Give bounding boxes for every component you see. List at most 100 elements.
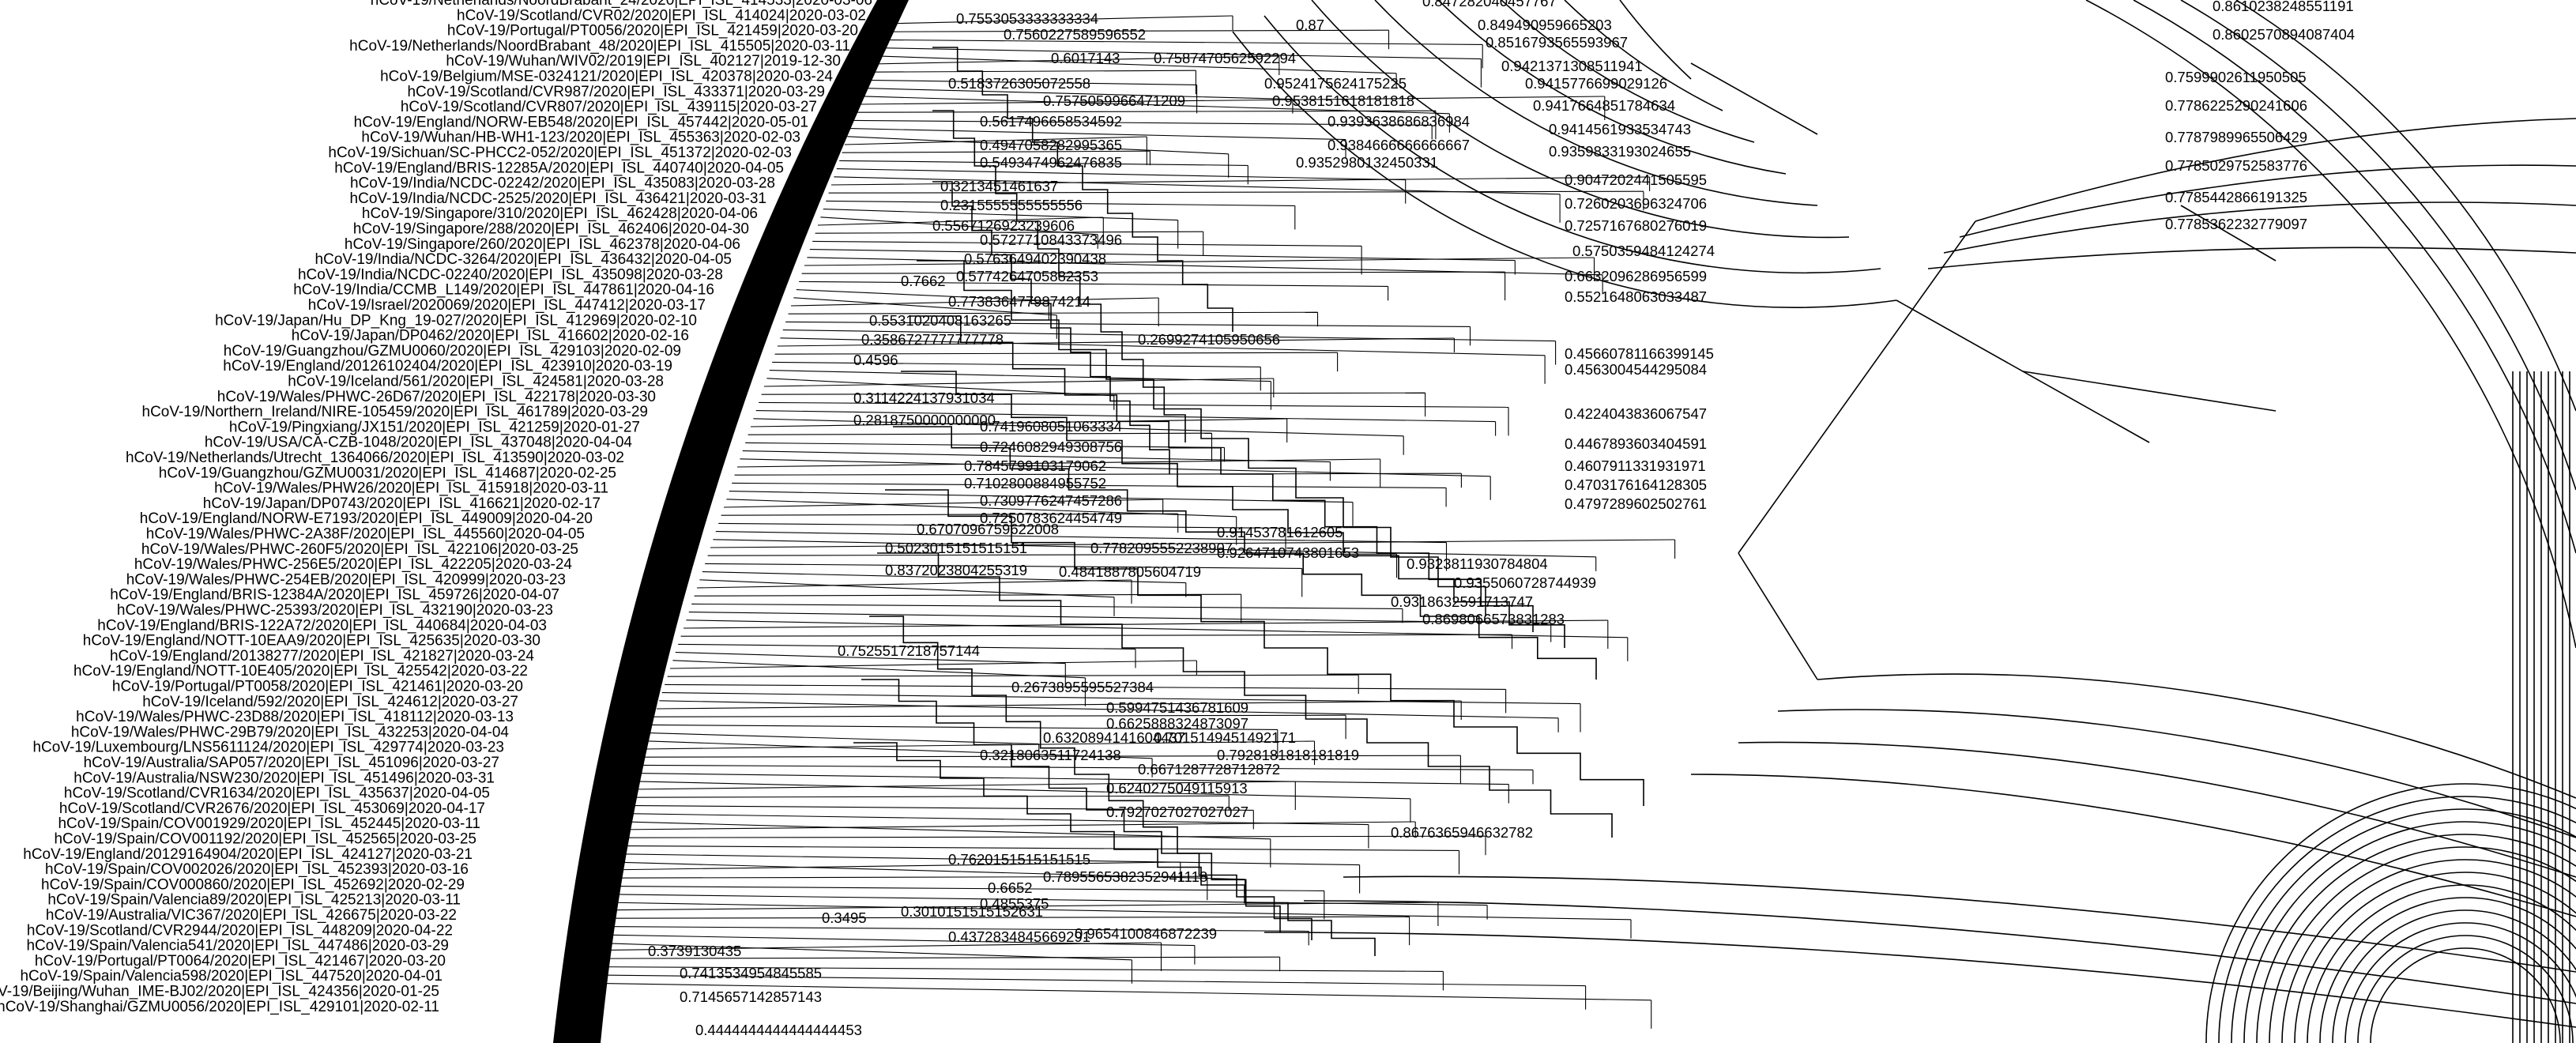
leaf-label: hCoV-19/Singapore/288/2020|EPI_ISL_46240…	[353, 221, 749, 238]
tree-branch	[750, 418, 1287, 427]
tree-branch	[710, 539, 1675, 548]
support-value: 0.7102800884955752	[964, 475, 1106, 491]
support-value: 0.6652	[988, 879, 1033, 896]
tree-branch	[1343, 875, 2576, 973]
support-value: 0.9417664851784634	[1533, 97, 1675, 114]
leaf-label: hCoV-19/England/BRIS-12384A/2020|EPI_ISL…	[110, 587, 559, 604]
support-value: 0.5994751436781609	[1106, 699, 1248, 716]
leaf-label: hCoV-19/England/BRIS-122A72/2020|EPI_ISL…	[97, 617, 547, 634]
leaf-label: hCoV-19/Belgium/MSE-0324121/2020|EPI_ISL…	[380, 69, 833, 85]
leaf-label: hCoV-19/Iceland/561/2020|EPI_ISL_424581|…	[288, 374, 664, 390]
leaf-label: hCoV-19/Beijing/Wuhan_IME-BJ02/2020|EPI_…	[0, 984, 439, 1000]
leaf-label: hCoV-19/Singapore/310/2020|EPI_ISL_46242…	[362, 205, 758, 222]
tree-branch	[772, 361, 1261, 367]
tree-branch	[567, 974, 1586, 987]
support-value: 0.6240275049115913	[1106, 780, 1248, 796]
tree-branch	[871, 55, 1279, 65]
tree-branch	[736, 458, 1380, 468]
support-value: 0.4596	[853, 352, 898, 368]
tree-branch	[834, 176, 1561, 195]
tree-arc	[2357, 935, 2574, 1043]
tree-branch	[761, 392, 1425, 395]
tree-arc	[2180, 0, 2576, 491]
tree-branch	[635, 773, 1509, 785]
support-value: 0.7738364779874214	[948, 293, 1090, 310]
support-value: 0.6320894141604437	[1043, 729, 1185, 746]
support-value: 0.3213451461637	[940, 178, 1058, 194]
leaf-label: hCoV-19/Australia/NSW230/2020|EPI_ISL_45…	[73, 770, 495, 786]
tree-arc	[1232, 31, 1897, 308]
support-value: 0.2673895595527384	[1011, 679, 1154, 695]
leaf-label: hCoV-19/Japan/DP0462/2020|EPI_ISL_416602…	[292, 328, 689, 345]
tree-branch	[640, 755, 1461, 758]
support-value: 0.9323811930784804	[1407, 555, 1548, 572]
tree-branch	[849, 128, 1346, 141]
tree-branch	[678, 643, 1136, 650]
support-value: 0.5727710843373496	[980, 232, 1122, 248]
support-value: 0.9264710743801653	[1217, 544, 1359, 561]
tree-branch	[613, 835, 1486, 838]
support-value: 0.7015149451492171	[1154, 729, 1296, 746]
tree-branch	[932, 47, 1233, 332]
tree-arc	[2235, 0, 2576, 412]
support-value: 0.9538151618181818	[1272, 92, 1414, 109]
leaf-label: hCoV-19/Wales/PHWC-26D67/2020|EPI_ISL_42…	[217, 389, 656, 405]
leaf-label: hCoV-19/USA/CA-CZB-1048/2020|EPI_ISL_437…	[205, 435, 633, 451]
leaf-label: hCoV-19/Luxembourg/LNS5611124/2020|EPI_I…	[32, 740, 504, 756]
tree-branch	[667, 674, 1359, 677]
leaf-label: hCoV-19/Guangzhou/GZMU0060/2020|EPI_ISL_…	[224, 343, 681, 360]
tree-branch	[817, 217, 1104, 226]
tree-branch	[1817, 673, 2576, 799]
support-value: 0.4444444444444444453	[695, 1022, 862, 1038]
tree-branch	[745, 442, 1225, 448]
support-value: 0.5493474962476835	[980, 154, 1122, 171]
leaf-label: hCoV-19/Pingxiang/JX151/2020|EPI_ISL_421…	[229, 419, 640, 435]
support-value: 0.7553053333333334	[956, 10, 1098, 27]
support-value: 0.7782095552238907	[1090, 540, 1233, 556]
support-value: 0.4841887805604719	[1059, 563, 1201, 580]
tree-branch	[602, 861, 1181, 871]
tree-branch	[592, 902, 1632, 921]
tree-branch	[648, 732, 1039, 745]
tree-branch	[857, 96, 1605, 105]
tree-branch	[696, 579, 1132, 589]
support-value: 0.9654100846872239	[1075, 925, 1217, 942]
support-value: 0.4607911331931971	[1565, 457, 1706, 474]
leaf-label: hCoV-19/Portugal/PT0058/2020|EPI_ISL_421…	[112, 679, 523, 695]
support-value: 0.7927027027027027	[1106, 804, 1248, 820]
tree-arc	[2269, 846, 2576, 1043]
support-value: 0.5617496658534592	[980, 113, 1122, 130]
support-value: 0.9359833193024655	[1549, 143, 1691, 160]
support-value: 0.9524175624175225	[1264, 75, 1407, 92]
tree-branch	[785, 321, 1471, 327]
tree-arc	[2243, 821, 2576, 1043]
tree-branch	[917, 260, 1486, 616]
tree-branch	[868, 70, 1196, 73]
tree-branch	[721, 513, 1178, 516]
tree-arc	[1374, 0, 1818, 206]
support-value: 0.3495	[822, 909, 867, 926]
support-value: 0.4947058282995365	[980, 137, 1122, 153]
support-value: 0.3218063511724138	[980, 747, 1121, 763]
tree-branch	[790, 297, 1159, 307]
support-value: 0.7895565382352941118	[1043, 868, 1207, 885]
tree-branch	[877, 552, 1613, 838]
support-value: 0.8610238248551191	[2213, 0, 2354, 14]
leaf-label: hCoV-19/India/NCDC-3264/2020|EPI_ISL_436…	[315, 251, 732, 268]
tree-branch	[882, 29, 1389, 32]
leaf-label: hCoV-19/Japan/Hu_DP_Kng_19-027/2020|EPI_…	[215, 312, 697, 329]
tree-branch	[624, 804, 1254, 811]
support-value: 0.3739130435	[648, 943, 741, 959]
support-value: 0.7599902611950505	[2165, 69, 2307, 85]
leaf-label: hCoV-19/Scotland/CVR1634/2020|EPI_ISL_43…	[64, 785, 490, 802]
leaf-label: hCoV-19/Netherlands/NoordBrabant_24/2020…	[371, 0, 872, 9]
leaf-label: hCoV-19/Wales/PHWC-260F5/2020|EPI_ISL_42…	[141, 541, 578, 558]
support-value: 0.6632096286956599	[1565, 268, 1707, 284]
support-value: 0.849490959665203	[1478, 17, 1612, 33]
tree-branch	[801, 271, 1505, 274]
support-value: 0.8602570894087404	[2213, 26, 2355, 43]
support-value: 0.5183726305072558	[948, 75, 1090, 92]
leaf-label: hCoV-19/Wales/PHWC-256E5/2020|EPI_ISL_42…	[134, 556, 573, 573]
tree-branch	[1690, 774, 2576, 917]
